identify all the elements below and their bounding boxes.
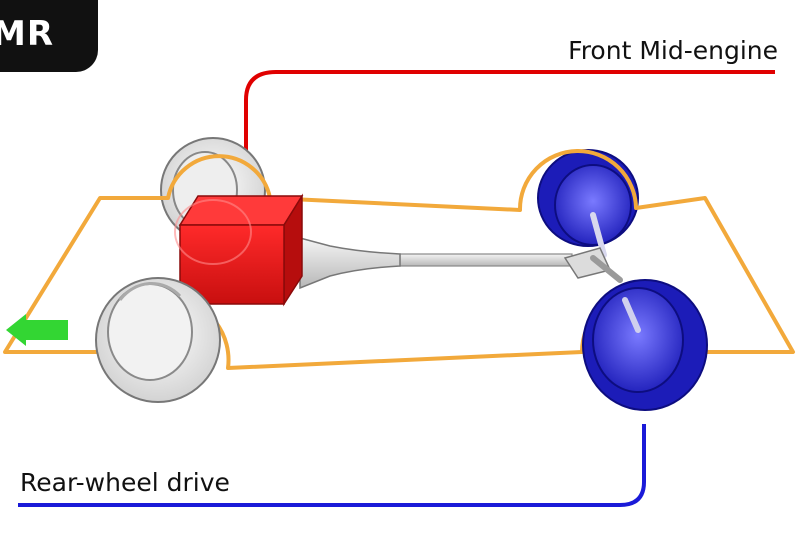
badge-text: MR <box>0 14 55 54</box>
front-left-wheel <box>582 279 708 411</box>
left-arrow-icon <box>6 314 68 346</box>
engine-block <box>174 193 304 307</box>
front-right-wheel <box>537 149 639 258</box>
front-leader-line <box>244 70 775 194</box>
rear-leader-line <box>18 424 646 507</box>
front-mid-engine-label: Front Mid-engine <box>568 36 778 65</box>
drive-shaft <box>399 253 573 267</box>
rear-wheel-drive-label: Rear-wheel drive <box>20 468 230 497</box>
rear-left-wheel <box>95 277 221 403</box>
layout-badge: MR <box>0 0 98 72</box>
